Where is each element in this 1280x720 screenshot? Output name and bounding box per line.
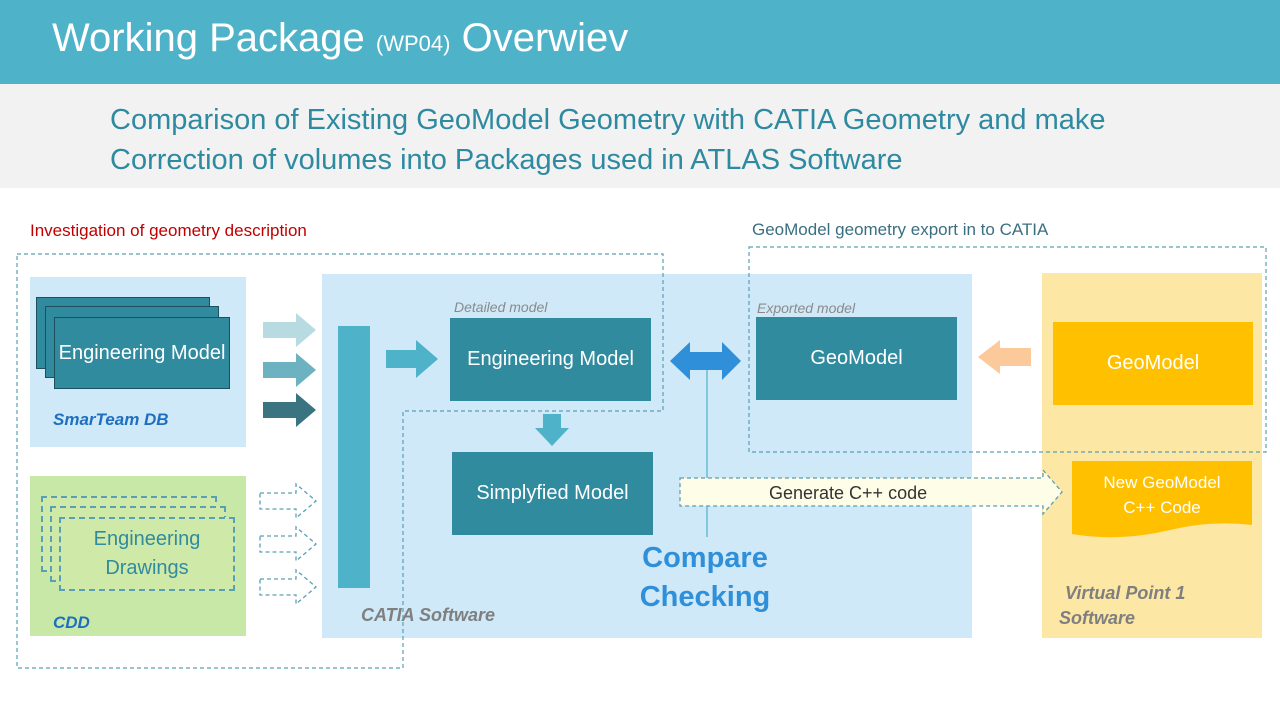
compare-checking-label: Compare Checking bbox=[600, 539, 810, 617]
vp1-caption-line2: Software bbox=[1059, 608, 1136, 628]
simplified-model-box: Simplyfied Model bbox=[452, 452, 653, 535]
detailed-engineering-model-label: Engineering Model bbox=[467, 348, 634, 370]
generate-code-label: Generate C++ code bbox=[769, 483, 928, 503]
simplified-model-label: Simplyfied Model bbox=[476, 482, 629, 504]
title-main: Working Package bbox=[52, 16, 365, 60]
cdd-arrow-2 bbox=[259, 525, 318, 563]
smarteam-arrow-2 bbox=[263, 353, 316, 387]
detailed-engineering-model-box: Engineering Model bbox=[450, 318, 651, 401]
subtitle-band bbox=[0, 84, 1280, 188]
smarteam-arrow-1 bbox=[263, 313, 316, 347]
cdd-arrow-1 bbox=[259, 482, 318, 520]
engineering-model-box: Engineering Model bbox=[54, 317, 230, 389]
engineering-drawings-label: Engineering Drawings bbox=[93, 528, 201, 579]
subtitle: Comparison of Existing GeoModel Geometry… bbox=[110, 104, 1106, 176]
investigation-frame bbox=[16, 253, 664, 669]
header-bar bbox=[0, 0, 1280, 84]
vp1-caption: Virtual Point 1 Software bbox=[1059, 581, 1185, 631]
compare-double-arrow bbox=[670, 342, 741, 380]
cdd-caption: CDD bbox=[53, 613, 90, 632]
section-export-label: GeoModel geometry export in to CATIA bbox=[752, 220, 1049, 239]
title-end: Overwiev bbox=[461, 16, 629, 60]
new-code-line1: New GeoModel bbox=[1103, 473, 1221, 492]
generate-code-arrow bbox=[679, 468, 1063, 516]
catia-caption: CATIA Software bbox=[361, 605, 496, 625]
bar-to-detailed-arrow bbox=[386, 340, 438, 378]
new-code-document bbox=[1072, 461, 1252, 538]
compare-line1: Compare bbox=[642, 542, 768, 574]
engineering-model-label: Engineering Model bbox=[58, 341, 226, 364]
vp1-geomodel-box: GeoModel bbox=[1053, 322, 1253, 405]
smarteam-arrow-3 bbox=[263, 393, 316, 427]
exported-geomodel-label: GeoModel bbox=[810, 347, 903, 369]
page-title: Working Package (WP04) Overwiev bbox=[52, 16, 628, 61]
cdd-arrow-3 bbox=[259, 568, 318, 606]
new-code-label: New GeoModel C++ Code bbox=[1072, 470, 1252, 520]
exported-geomodel-box: GeoModel bbox=[756, 317, 957, 400]
vp1-caption-line1: Virtual Point 1 bbox=[1065, 583, 1186, 603]
detailed-model-caption: Detailed model bbox=[454, 299, 548, 315]
vp1-geomodel-label: GeoModel bbox=[1106, 352, 1200, 374]
vp1-to-exported-arrow bbox=[978, 340, 1031, 374]
catia-input-bar bbox=[338, 326, 370, 588]
section-investigation-label: Investigation of geometry description bbox=[30, 221, 307, 240]
compare-line2: Checking bbox=[639, 581, 771, 613]
export-frame bbox=[748, 246, 1267, 453]
smarteam-caption: SmarTeam DB bbox=[53, 410, 169, 429]
title-code: (WP04) bbox=[375, 31, 451, 56]
new-code-line2: C++ Code bbox=[1123, 498, 1201, 517]
exported-model-caption: Exported model bbox=[757, 300, 856, 316]
detailed-to-simplified-arrow bbox=[535, 414, 569, 446]
engineering-drawings-box: Engineering Drawings bbox=[59, 517, 235, 591]
